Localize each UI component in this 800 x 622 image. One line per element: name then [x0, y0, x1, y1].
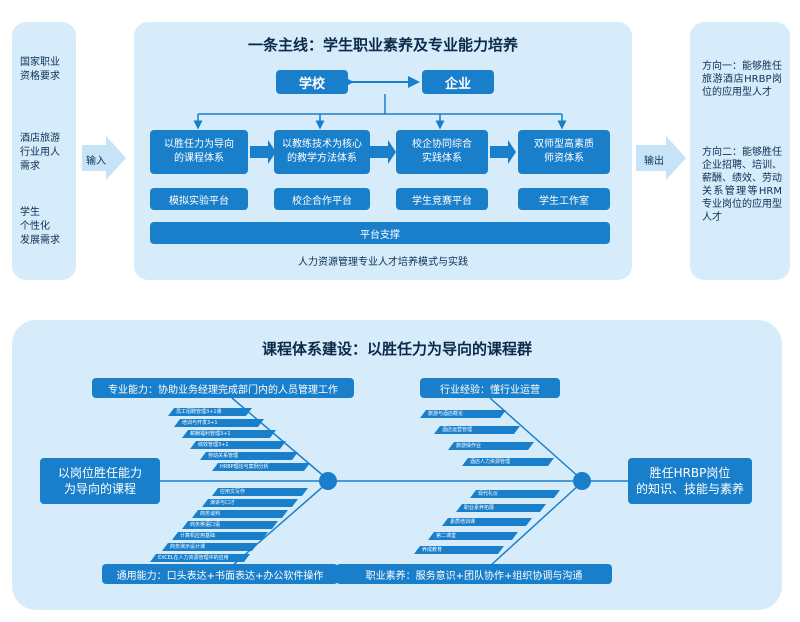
output-label: 输出	[644, 156, 664, 167]
platform-competition: 学生竞赛平台	[396, 188, 488, 210]
platform-support-bar: 平台支撑	[150, 222, 610, 244]
input-arrow-head	[106, 136, 126, 180]
enterprise-box: 企业	[422, 70, 494, 94]
course-row: 计算机应用基础	[172, 532, 268, 540]
course-row: 绩效管理3+1	[190, 441, 286, 449]
course-row: 演讲与口才	[202, 499, 298, 507]
school-box: 学校	[276, 70, 348, 94]
course-row: 劳动关系管理	[200, 452, 298, 460]
system-practice: 校企协同综合 实践体系	[396, 130, 488, 174]
main-caption: 人力资源管理专业人才培养模式与实践	[298, 257, 468, 268]
course-row: 商务演示设计课	[162, 543, 258, 551]
course-row: 酒店人力资源管理	[462, 458, 554, 466]
course-row: 养成教育	[414, 546, 504, 554]
course-row: 酒店运营管理	[434, 426, 520, 434]
platform-simulation: 模拟实验平台	[150, 188, 248, 210]
system-teaching: 以教练技术为核心 的教学方法体系	[274, 130, 370, 174]
course-row: HRBP理论与案例分析	[212, 463, 310, 471]
left-course-box: 以岗位胜任能力 为导向的课程	[40, 458, 160, 504]
professional-ability-label: 专业能力：协助业务经理完成部门内的人员管理工作	[92, 378, 354, 398]
main-title: 一条主线：学生职业素养及专业能力培养	[247, 36, 518, 54]
course-row: 应用文写作	[212, 488, 308, 496]
requirement-national: 国家职业 资格要求	[20, 57, 60, 82]
direction-two: 方向二：能够胜任企业招聘、培训、薪酬、绩效、劳动关系管理等HRM专业岗位的应用型…	[702, 147, 782, 223]
industry-experience-label: 行业经验：懂行业运营	[420, 378, 560, 398]
professional-quality-label: 职业素养：服务意识+团队协作+组织协调与沟通	[336, 564, 612, 584]
requirement-personal: 学生 个性化 发展需求	[20, 207, 60, 246]
course-row: 薪酬福利管理3+1	[182, 430, 276, 438]
output-arrow-head	[666, 136, 686, 180]
platform-cooperation: 校企合作平台	[274, 188, 370, 210]
direction-one: 方向一：能够胜任旅游酒店HRBP岗位的应用型人才	[702, 61, 782, 98]
right-competency-box: 胜任HRBP岗位 的知识、技能与素养	[628, 458, 752, 504]
platform-studio: 学生工作室	[518, 188, 610, 210]
course-title: 课程体系建设：以胜任力为导向的课程群	[261, 340, 532, 358]
input-arrow	[82, 145, 106, 171]
requirements-panel	[12, 22, 76, 280]
course-row: 素质培训课	[442, 518, 532, 526]
course-row: 培训与开发3+1	[174, 419, 264, 427]
system-course: 以胜任力为导向 的课程体系	[150, 130, 248, 174]
directions-panel	[690, 22, 790, 280]
course-row: 现代礼仪	[470, 490, 560, 498]
course-row: 旅游与酒店概论	[420, 410, 506, 418]
course-row: 第二课堂	[428, 532, 518, 540]
course-row: 商务谈判	[192, 510, 288, 518]
input-label: 输入	[86, 156, 106, 167]
requirement-industry: 酒店旅游 行业用人 需求	[20, 133, 60, 172]
output-arrow	[636, 145, 666, 171]
system-faculty: 双师型高素质 师资体系	[518, 130, 610, 174]
course-row: 员工招聘管理3+1课	[168, 408, 252, 416]
course-row: 职业素养拓展	[456, 504, 546, 512]
main-connectors	[193, 76, 567, 164]
course-row: 旅游操作业	[448, 442, 534, 450]
general-ability-label: 通用能力：口头表达+书面表达+办公软件操作	[102, 564, 338, 584]
course-row: 商务英语口语	[182, 521, 278, 529]
course-row: EXCEL在人力资源管理中的应用	[150, 554, 250, 562]
